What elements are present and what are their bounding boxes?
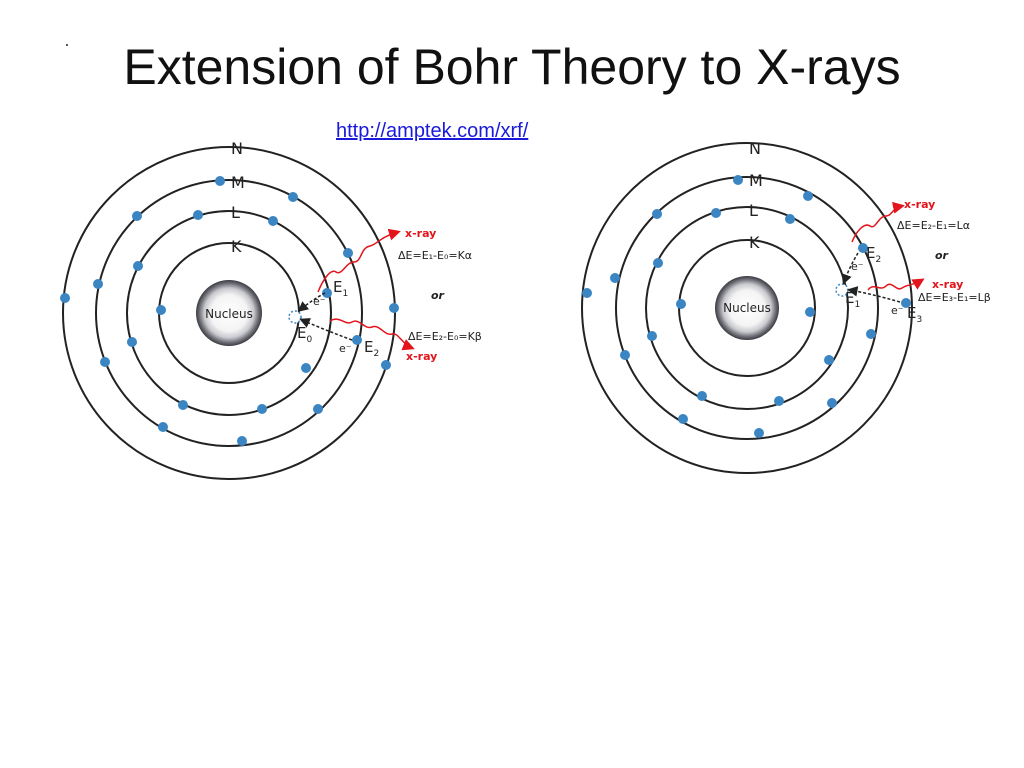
electron bbox=[237, 436, 247, 446]
equation-l-alpha: ΔE=E₂-E₁=Lα bbox=[897, 219, 970, 232]
electron bbox=[697, 391, 707, 401]
transition-arrow-beta bbox=[847, 286, 901, 303]
electron bbox=[257, 404, 267, 414]
transition-arrow-alpha bbox=[841, 252, 859, 285]
energy-e0: E0 bbox=[297, 324, 312, 345]
electron bbox=[178, 400, 188, 410]
nucleus-label: Nucleus bbox=[205, 307, 253, 321]
electron bbox=[824, 355, 834, 365]
electrons-right bbox=[582, 175, 911, 438]
electron-label-1: e⁻ bbox=[851, 260, 864, 273]
electron bbox=[343, 248, 353, 258]
electron bbox=[901, 298, 911, 308]
electron bbox=[676, 299, 686, 309]
diagram-right: Nucleus N M L K bbox=[581, 139, 991, 474]
energy-e2: E2 bbox=[364, 338, 379, 359]
electron bbox=[127, 337, 137, 347]
xray-arrow-bottom bbox=[867, 278, 925, 291]
orbit-l bbox=[645, 206, 849, 410]
shell-label-m: M bbox=[231, 173, 245, 192]
electron bbox=[652, 209, 662, 219]
nucleus bbox=[196, 280, 262, 346]
electron bbox=[827, 398, 837, 408]
electron bbox=[754, 428, 764, 438]
electron bbox=[93, 279, 103, 289]
electron bbox=[132, 211, 142, 221]
transition-arrow-beta bbox=[299, 318, 353, 341]
equation-k-beta: ΔE=E₂-E₀=Kβ bbox=[408, 330, 482, 343]
electron bbox=[620, 350, 630, 360]
or-label: or bbox=[935, 249, 949, 262]
xray-arrow-bottom bbox=[329, 318, 415, 351]
electron bbox=[215, 176, 225, 186]
electron bbox=[653, 258, 663, 268]
electron bbox=[774, 396, 784, 406]
electron bbox=[313, 404, 323, 414]
stray-dot bbox=[66, 44, 68, 46]
electron bbox=[322, 288, 332, 298]
orbit-l bbox=[126, 210, 332, 416]
electron bbox=[733, 175, 743, 185]
electron bbox=[610, 273, 620, 283]
electron bbox=[785, 214, 795, 224]
energy-e1: E1 bbox=[333, 278, 348, 299]
electron bbox=[60, 293, 70, 303]
electron bbox=[381, 360, 391, 370]
electron bbox=[678, 414, 688, 424]
shell-label-l: L bbox=[231, 203, 240, 222]
energy-e2: E2 bbox=[866, 244, 881, 265]
shell-label-n: N bbox=[749, 139, 761, 158]
shell-label-k: K bbox=[231, 237, 242, 256]
electron bbox=[866, 329, 876, 339]
electron bbox=[100, 357, 110, 367]
electron bbox=[858, 243, 868, 253]
energy-e3: E3 bbox=[907, 304, 922, 325]
electron bbox=[156, 305, 166, 315]
electron bbox=[711, 208, 721, 218]
orbit-n bbox=[62, 146, 396, 480]
electron bbox=[133, 261, 143, 271]
xray-label-top: x-ray bbox=[405, 227, 436, 240]
electron bbox=[389, 303, 399, 313]
electrons-left bbox=[60, 176, 399, 446]
xray-arrow-top bbox=[851, 201, 905, 243]
electron bbox=[268, 216, 278, 226]
electron bbox=[288, 192, 298, 202]
equation-k-alpha: ΔE=E₁-E₀=Kα bbox=[398, 249, 472, 262]
electron bbox=[647, 331, 657, 341]
electron bbox=[803, 191, 813, 201]
vacancy bbox=[288, 310, 302, 324]
electron bbox=[582, 288, 592, 298]
diagram-left: Nucleus N M L K bbox=[60, 139, 482, 480]
orbit-m bbox=[95, 179, 363, 447]
electron-label-2: e⁻ bbox=[339, 342, 352, 355]
shell-label-m: M bbox=[749, 171, 763, 190]
shell-label-l: L bbox=[749, 201, 758, 220]
shell-label-k: K bbox=[749, 233, 760, 252]
slide-title: Extension of Bohr Theory to X-rays bbox=[123, 39, 901, 95]
electron bbox=[301, 363, 311, 373]
xray-arrow-top bbox=[317, 228, 401, 293]
shell-label-n: N bbox=[231, 139, 243, 158]
amptek-link[interactable]: http://amptek.com/xrf/ bbox=[336, 120, 529, 142]
transition-arrow-alpha bbox=[297, 292, 326, 312]
electron bbox=[805, 307, 815, 317]
nucleus bbox=[715, 276, 779, 340]
electron bbox=[158, 422, 168, 432]
electron-label-2: e⁻ bbox=[891, 304, 904, 317]
xray-label-top: x-ray bbox=[904, 198, 935, 211]
xray-label-bottom: x-ray bbox=[406, 350, 437, 363]
electron bbox=[352, 335, 362, 345]
or-label: or bbox=[431, 289, 445, 302]
electron bbox=[193, 210, 203, 220]
electron-label-1: e⁻ bbox=[313, 295, 326, 308]
orbit-m bbox=[615, 176, 879, 440]
equation-l-beta: ΔE=E₃-E₁=Lβ bbox=[918, 291, 991, 304]
energy-e1: E1 bbox=[845, 289, 860, 310]
xray-label-bottom: x-ray bbox=[932, 278, 963, 291]
orbit-n bbox=[581, 142, 913, 474]
nucleus-label: Nucleus bbox=[723, 301, 771, 315]
